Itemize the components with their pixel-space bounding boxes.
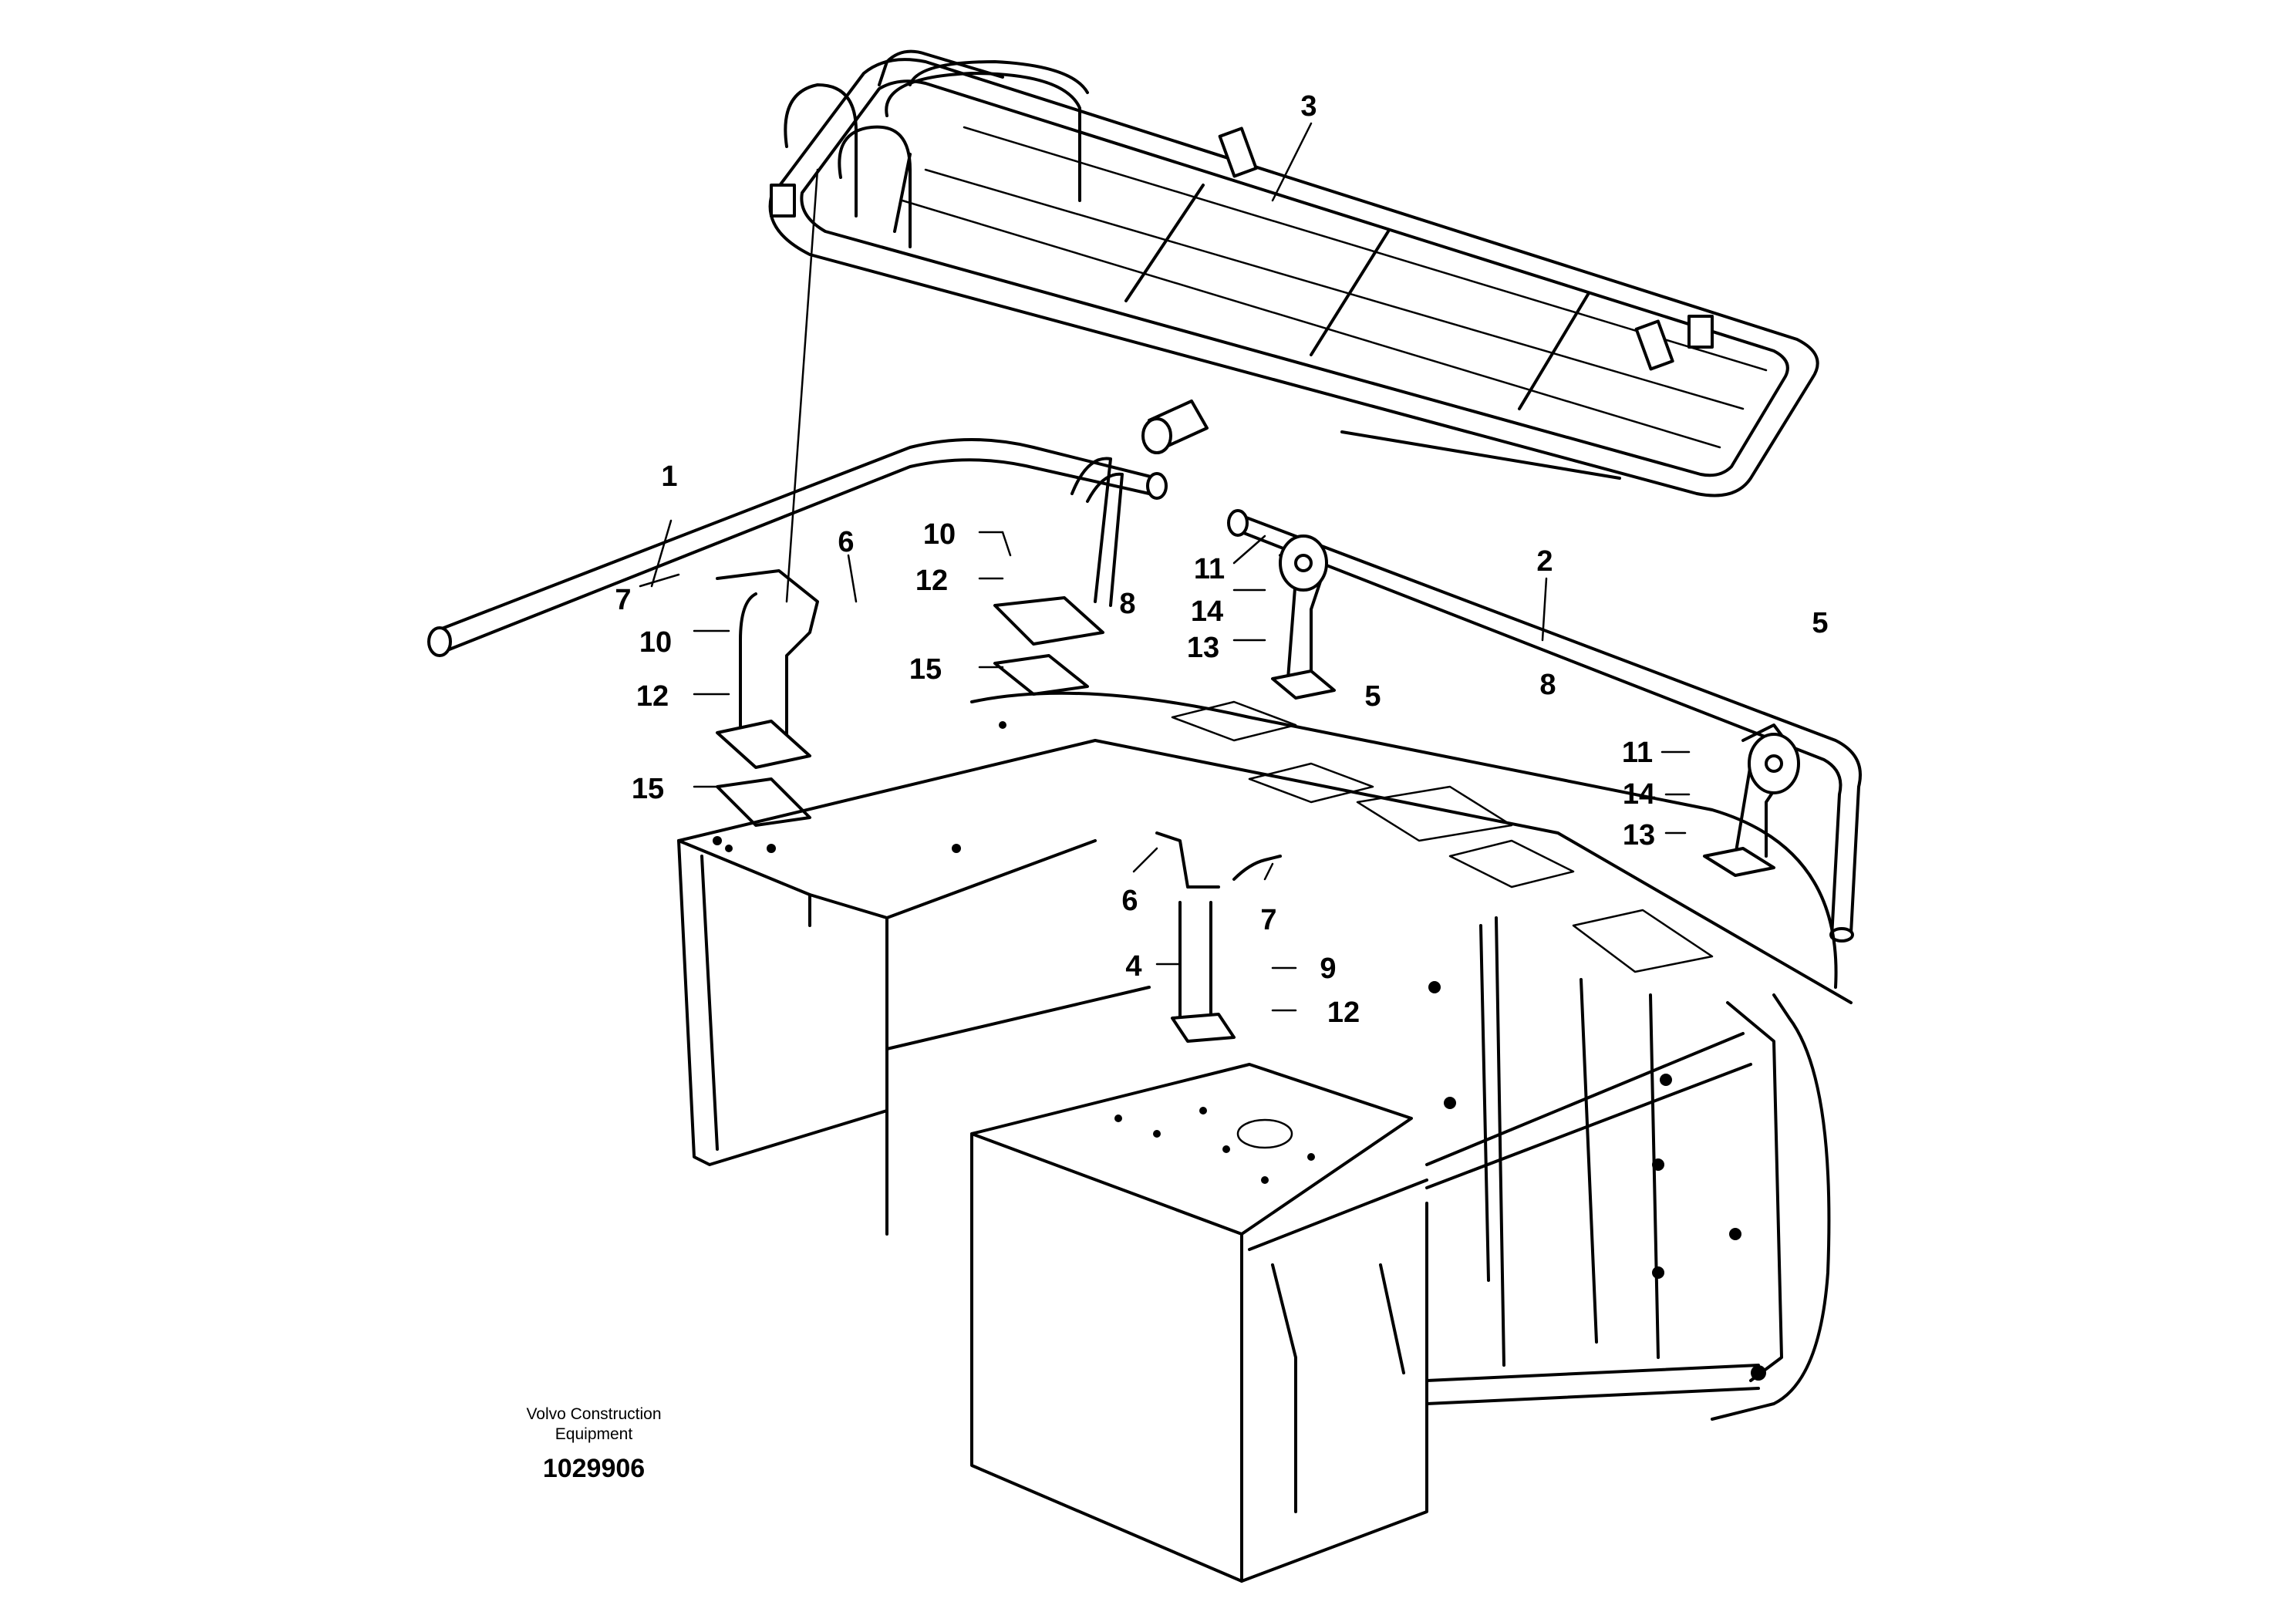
drawing-number: 1029906 — [543, 1454, 645, 1483]
callout-2: 2 — [1536, 545, 1553, 578]
callout-3: 3 — [1300, 90, 1317, 123]
callout-9: 9 — [1320, 953, 1336, 985]
callout-12b: 12 — [636, 680, 669, 713]
engine-box — [970, 1063, 1428, 1583]
handrail-left — [427, 438, 1168, 657]
bracket-hinge-upper — [1271, 534, 1336, 700]
callout-10a: 10 — [923, 518, 956, 551]
brand-line-1: Volvo Construction — [526, 1405, 661, 1423]
callout-15a: 15 — [909, 653, 942, 686]
callout-13a: 13 — [1187, 632, 1219, 664]
callout-8b: 8 — [1539, 669, 1556, 701]
callout-14a: 14 — [1191, 595, 1223, 628]
callout-1: 1 — [661, 460, 677, 493]
callouts: 1 2 3 4 5 5 6 6 7 7 8 8 9 10 10 11 11 12… — [615, 90, 1828, 1029]
bracket-center — [993, 596, 1104, 729]
cab-frame — [677, 691, 1853, 1421]
callout-5b: 5 — [1812, 607, 1828, 639]
callout-11a: 11 — [1194, 553, 1225, 585]
callout-14b: 14 — [1623, 778, 1655, 811]
callout-12c: 12 — [1327, 996, 1360, 1029]
callout-7a: 7 — [615, 584, 631, 616]
callout-7b: 7 — [1260, 904, 1276, 936]
callout-5a: 5 — [1364, 680, 1381, 713]
callout-15b: 15 — [632, 773, 664, 805]
callout-13b: 13 — [1623, 819, 1655, 851]
handrail-right — [1227, 509, 1862, 943]
callout-12a: 12 — [915, 565, 948, 597]
callout-6b: 6 — [1121, 885, 1138, 917]
callout-11b: 11 — [1622, 737, 1653, 769]
brand-line-2: Equipment — [555, 1425, 633, 1443]
bracket-hinge-lower — [1703, 723, 1800, 877]
callout-8a: 8 — [1119, 588, 1135, 620]
bracket-post-4 — [1155, 831, 1282, 1043]
callout-4: 4 — [1125, 950, 1141, 983]
roof-rack — [768, 49, 1819, 497]
callout-6a: 6 — [838, 526, 854, 558]
callout-10b: 10 — [639, 626, 672, 659]
leader-lines — [639, 122, 1691, 1012]
footer-brand: Volvo Construction Equipment 1029906 — [526, 1405, 661, 1483]
